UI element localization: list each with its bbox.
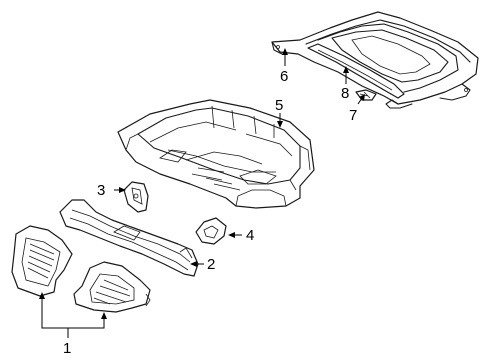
callout-4: 4 [246, 227, 254, 244]
clip [195, 217, 227, 245]
callout-6: 6 [280, 68, 288, 85]
sill-plate [59, 199, 199, 277]
callouts: 1 2 3 4 5 6 7 8 [63, 68, 357, 357]
small-bracket [123, 181, 149, 213]
callout-1: 1 [63, 340, 71, 357]
callout-5: 5 [275, 97, 283, 114]
floor-pan [117, 99, 315, 209]
callout-2: 2 [207, 256, 215, 273]
roof-frame [271, 11, 479, 109]
leader-lines [39, 48, 365, 338]
callout-8: 8 [341, 85, 349, 102]
floor-mat-left [11, 225, 73, 297]
floor-mat-right [73, 261, 151, 313]
callout-7: 7 [349, 107, 357, 124]
callout-3: 3 [97, 182, 105, 199]
